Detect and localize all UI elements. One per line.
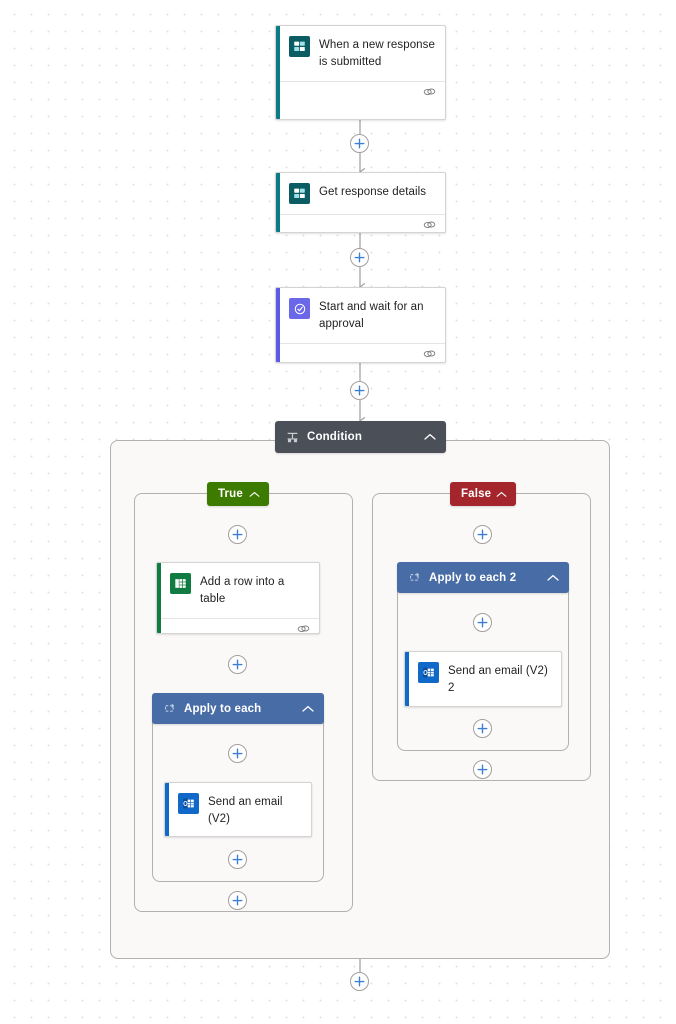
insert-true-end-button[interactable] <box>228 891 247 910</box>
card-title: Start and wait for an approval <box>319 301 424 330</box>
chevron-up-icon[interactable] <box>496 491 507 498</box>
insert-inside-apply-to-each-button[interactable] <box>228 744 247 763</box>
control-header-apply-to-each[interactable]: Apply to each <box>152 693 324 724</box>
control-header-label: Apply to each 2 <box>429 571 517 584</box>
card-start-and-wait-for-an-approval[interactable]: Start and wait for an approval <box>275 287 446 363</box>
insert-after-condition-button[interactable] <box>350 972 369 991</box>
insert-false-before-loop2-button[interactable] <box>473 525 492 544</box>
approvals-icon <box>289 298 310 319</box>
forms-icon <box>289 183 310 204</box>
card-footer <box>276 214 445 232</box>
chevron-up-icon[interactable] <box>249 491 260 498</box>
insert-after-approval-button[interactable] <box>350 381 369 400</box>
card-footer <box>276 343 445 362</box>
card-footer <box>157 618 319 633</box>
card-get-response-details[interactable]: Get response details <box>275 172 446 233</box>
card-accent-bar <box>276 288 280 362</box>
branch-pill-true[interactable]: True <box>207 482 269 506</box>
card-footer <box>276 81 445 102</box>
insert-after-get-response-button[interactable] <box>350 248 369 267</box>
card-title: When a new response is submitted <box>319 39 435 68</box>
card-when-a-new-response-is-submitted[interactable]: When a new response is submitted <box>275 25 446 120</box>
card-title: Get response details <box>319 186 427 198</box>
insert-after-email-in-loop-button[interactable] <box>228 850 247 869</box>
control-header-apply-to-each-2[interactable]: Apply to each 2 <box>397 562 569 593</box>
card-add-a-row-into-a-table[interactable]: Add a row into a table <box>156 562 320 634</box>
outlook-icon <box>418 662 439 683</box>
card-title: Send an email (V2) <box>208 796 283 825</box>
card-send-an-email-v2-2[interactable]: Send an email (V2) 2 <box>404 651 562 707</box>
control-header-label: Apply to each <box>184 702 262 715</box>
card-title: Send an email (V2) 2 <box>448 665 548 694</box>
card-accent-bar <box>276 173 280 232</box>
condition-icon <box>286 431 299 444</box>
link-icon[interactable] <box>423 349 436 359</box>
insert-inside-apply-to-each-2-button[interactable] <box>473 613 492 632</box>
link-icon[interactable] <box>423 220 436 230</box>
chevron-up-icon[interactable] <box>424 433 436 441</box>
card-accent-bar <box>165 783 169 836</box>
outlook-icon <box>178 793 199 814</box>
branch-pill-false[interactable]: False <box>450 482 516 506</box>
card-title: Add a row into a table <box>200 576 285 605</box>
insert-after-email2-in-loop-button[interactable] <box>473 719 492 738</box>
card-accent-bar <box>276 26 280 119</box>
link-icon[interactable] <box>423 87 436 97</box>
excel-icon <box>170 573 191 594</box>
card-accent-bar <box>157 563 161 633</box>
control-header-label: Condition <box>307 431 362 443</box>
chevron-up-icon[interactable] <box>547 574 559 582</box>
insert-true-after-add-row-button[interactable] <box>228 655 247 674</box>
branch-pill-label: True <box>218 488 243 500</box>
loop-icon <box>163 702 176 715</box>
control-header-condition[interactable]: Condition <box>275 421 446 453</box>
insert-true-before-add-row-button[interactable] <box>228 525 247 544</box>
loop-icon <box>408 571 421 584</box>
link-icon[interactable] <box>297 624 310 633</box>
chevron-up-icon[interactable] <box>302 705 314 713</box>
card-accent-bar <box>405 652 409 706</box>
insert-after-trigger-button[interactable] <box>350 134 369 153</box>
insert-false-end-button[interactable] <box>473 760 492 779</box>
branch-pill-label: False <box>461 488 492 500</box>
card-send-an-email-v2[interactable]: Send an email (V2) <box>164 782 312 837</box>
forms-icon <box>289 36 310 57</box>
